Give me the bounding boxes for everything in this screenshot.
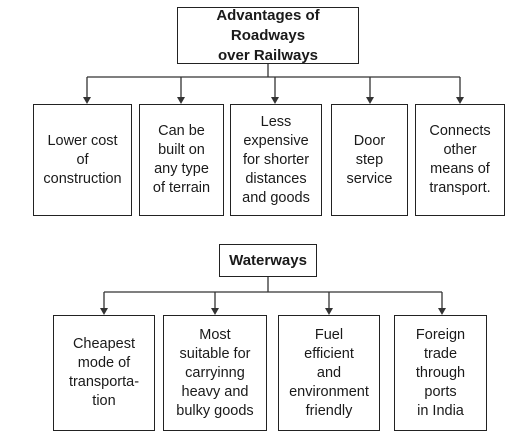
- waterways-item-line: friendly: [305, 402, 353, 419]
- roadways-item-line: transport.: [429, 180, 491, 196]
- roadways-title-line1: Advantages of Roadways: [216, 6, 320, 44]
- roadways-item-line: step: [355, 151, 384, 168]
- roadways-item-line: Can be: [158, 123, 205, 139]
- roadways-item-line: service: [346, 170, 393, 187]
- roadways-item-less-expensive: Less expensive for shorter distances and…: [230, 104, 322, 216]
- waterways-item-line: environment: [289, 383, 369, 400]
- waterways-item-line: and: [316, 364, 342, 381]
- roadways-item-line: construction: [43, 170, 122, 187]
- waterways-item-line: suitable for: [179, 345, 251, 362]
- roadways-item-line: built on: [158, 142, 205, 158]
- roadways-item-connects: Connects other means of transport.: [415, 104, 505, 216]
- waterways-item-line: carryinng: [185, 364, 245, 381]
- waterways-item-cheapest: Cheapest mode of transporta- tion: [53, 315, 155, 431]
- waterways-item-line: tion: [92, 393, 116, 409]
- waterways-item-line: Cheapest: [72, 336, 136, 352]
- waterways-item-line: through: [415, 364, 466, 381]
- roadways-item-any-terrain: Can be built on any type of terrain: [139, 104, 224, 216]
- waterways-item-line: Fuel: [314, 326, 344, 343]
- roadways-item-line: of: [76, 151, 89, 168]
- roadways-item-line: other: [443, 142, 477, 158]
- roadways-item-line: Less: [260, 113, 292, 130]
- roadways-item-line: expensive: [243, 132, 309, 149]
- waterways-item-line: in India: [417, 402, 464, 419]
- waterways-item-line: ports: [424, 383, 457, 400]
- roadways-item-line: Door: [353, 132, 386, 149]
- waterways-item-line: heavy and: [181, 383, 249, 400]
- waterways-item-line: bulky goods: [176, 402, 254, 419]
- roadways-title-line2: over Railways: [217, 46, 319, 64]
- roadways-item-line: of terrain: [152, 180, 211, 196]
- waterways-item-most-suitable: Most suitable for carryinng heavy and bu…: [163, 315, 267, 431]
- roadways-item-line: Connects: [429, 123, 491, 139]
- waterways-item-line: mode of: [77, 355, 131, 371]
- roadways-item-line: for shorter: [242, 151, 310, 168]
- roadways-item-line: Lower cost: [47, 132, 118, 149]
- roadways-title-box: Advantages of Roadways over Railways: [177, 7, 359, 64]
- waterways-item-fuel-efficient: Fuel efficient and environment friendly: [278, 315, 380, 431]
- waterways-title: Waterways: [229, 251, 307, 269]
- waterways-item-line: trade: [423, 345, 458, 362]
- waterways-item-line: Foreign: [415, 326, 466, 343]
- roadways-item-line: any type: [154, 161, 209, 177]
- waterways-item-foreign-trade: Foreign trade through ports in India: [394, 315, 487, 431]
- waterways-item-line: Most: [199, 326, 231, 343]
- roadways-item-line: and goods: [242, 189, 310, 206]
- roadways-item-door-step: Door step service: [331, 104, 408, 216]
- roadways-item-lower-cost: Lower cost of construction: [33, 104, 132, 216]
- waterways-title-box: Waterways: [219, 244, 317, 277]
- roadways-item-line: means of: [430, 161, 490, 177]
- waterways-item-line: transporta-: [68, 374, 140, 390]
- waterways-item-line: efficient: [304, 345, 354, 362]
- roadways-item-line: distances: [245, 170, 307, 187]
